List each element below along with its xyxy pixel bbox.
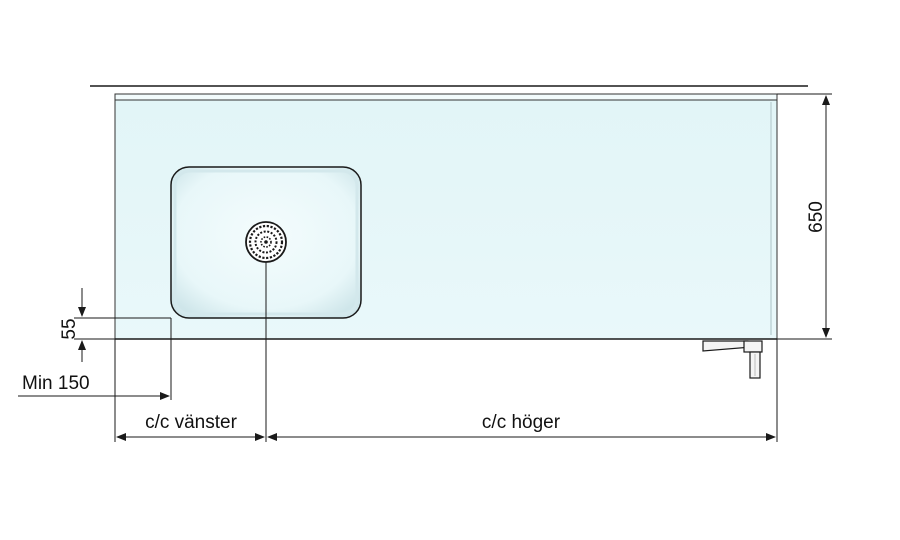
extension-lines [74,93,832,442]
depth-dimension-label: 650 [806,201,827,233]
cc-right-dimension-label: c/c höger [482,412,561,433]
cc-left-dimension-label: c/c vänster [145,412,238,433]
min-side-dimension-label: Min 150 [22,373,90,394]
faucet-icon [702,340,763,379]
countertop-back-lip [114,93,778,101]
edge-offset-dimension-label: 55 [59,318,80,339]
drain-strainer-icon [245,221,287,263]
